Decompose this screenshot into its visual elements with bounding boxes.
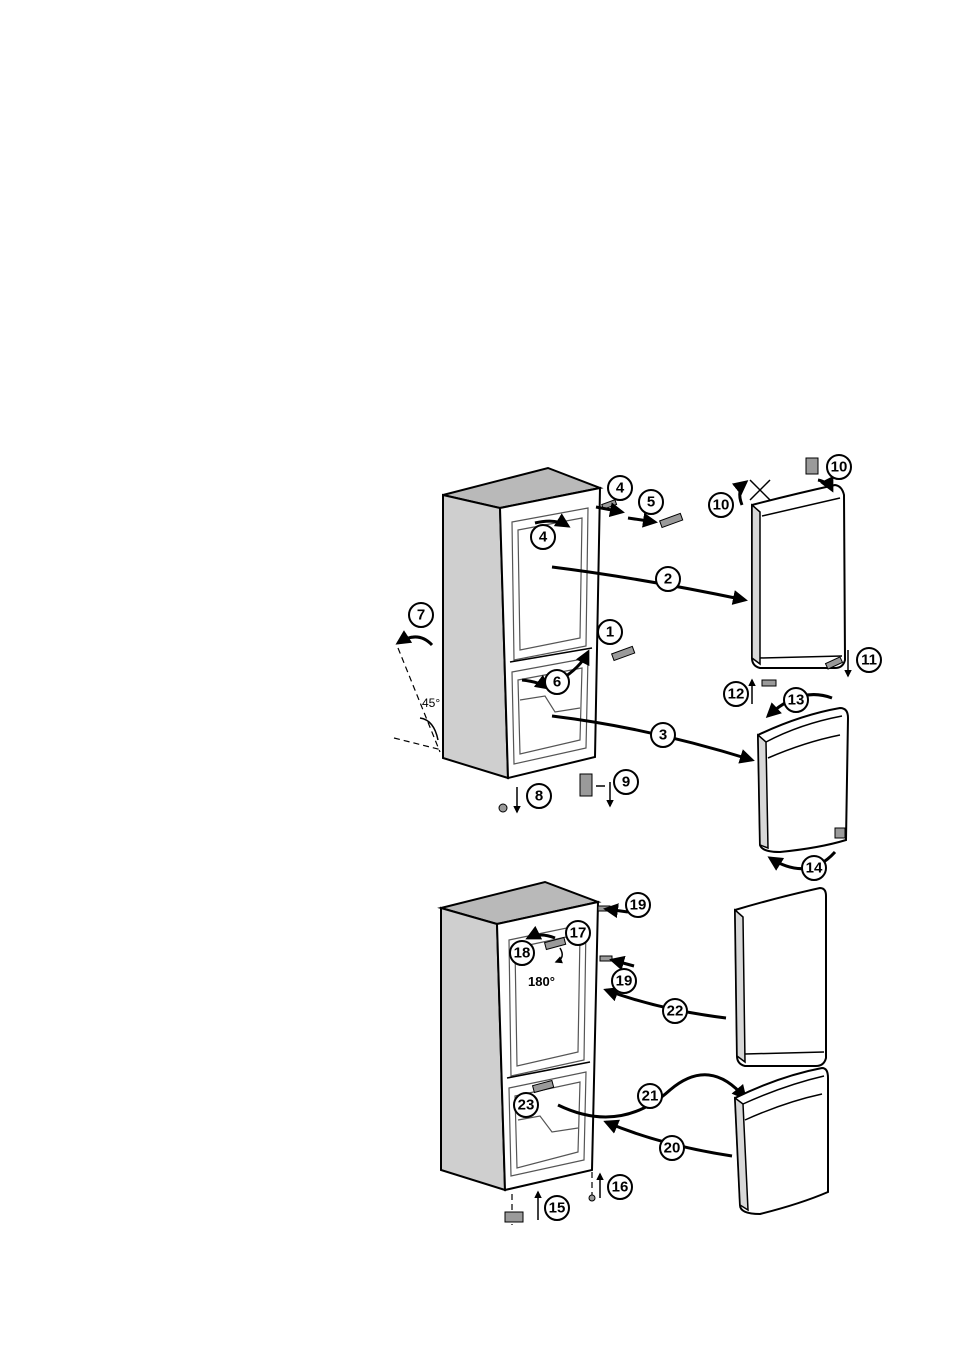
step-callout-20: 20 xyxy=(659,1135,685,1161)
step-callout-11: 11 xyxy=(856,647,882,673)
step-callout-15: 15 xyxy=(544,1195,570,1221)
step-callout-21: 21 xyxy=(637,1083,663,1109)
svg-text:3: 3 xyxy=(659,727,667,744)
lower-door xyxy=(756,706,850,854)
svg-text:19: 19 xyxy=(616,973,633,990)
svg-text:9: 9 xyxy=(622,774,630,791)
rotation-label: 180° xyxy=(528,974,555,989)
step-callout-4b: 4 xyxy=(530,524,556,550)
svg-text:7: 7 xyxy=(417,607,425,624)
svg-text:2: 2 xyxy=(664,571,672,588)
arrow-step-21 xyxy=(557,1073,747,1119)
svg-text:10: 10 xyxy=(713,497,730,514)
svg-text:16: 16 xyxy=(612,1179,629,1196)
svg-text:13: 13 xyxy=(788,692,805,709)
step-callout-17: 17 xyxy=(565,920,591,946)
svg-text:22: 22 xyxy=(667,1003,684,1020)
svg-text:15: 15 xyxy=(549,1200,566,1217)
step-callout-13: 13 xyxy=(783,687,809,713)
svg-text:12: 12 xyxy=(728,686,745,703)
svg-text:10: 10 xyxy=(831,459,848,476)
reassembled-lower-door xyxy=(733,1066,829,1216)
svg-text:18: 18 xyxy=(514,945,531,962)
step-callout-5: 5 xyxy=(638,489,664,515)
svg-text:17: 17 xyxy=(570,925,587,942)
svg-text:1: 1 xyxy=(606,624,614,641)
svg-text:5: 5 xyxy=(647,494,655,511)
step-callout-16: 16 xyxy=(607,1174,633,1200)
svg-text:23: 23 xyxy=(518,1097,535,1114)
step-callout-19b: 19 xyxy=(611,968,637,994)
step-callout-2: 2 xyxy=(655,566,681,592)
step-callout-4a: 4 xyxy=(607,475,633,501)
step-callout-9: 9 xyxy=(613,769,639,795)
svg-text:4: 4 xyxy=(539,529,548,546)
svg-text:20: 20 xyxy=(664,1140,681,1157)
svg-text:8: 8 xyxy=(535,788,543,805)
step-callout-14: 14 xyxy=(801,855,827,881)
step-callout-3: 3 xyxy=(650,722,676,748)
svg-text:6: 6 xyxy=(553,674,561,691)
arrow-step-2 xyxy=(551,565,748,605)
step-callout-1: 1 xyxy=(597,619,623,645)
step-callout-6: 6 xyxy=(544,669,570,695)
fridge-body-disassembly: 45° xyxy=(393,466,684,814)
fridge-body-reassembly xyxy=(437,880,635,1225)
svg-text:4: 4 xyxy=(616,480,625,497)
svg-text:14: 14 xyxy=(806,860,823,877)
svg-text:19: 19 xyxy=(630,897,647,914)
step-callout-7: 7 xyxy=(408,602,434,628)
upper-door xyxy=(731,457,852,704)
step-callout-10b: 10 xyxy=(826,454,852,480)
step-callout-12: 12 xyxy=(723,681,749,707)
step-callout-22: 22 xyxy=(662,998,688,1024)
svg-text:11: 11 xyxy=(861,652,877,669)
step-callout-8: 8 xyxy=(526,783,552,809)
svg-text:21: 21 xyxy=(642,1088,659,1105)
reassembled-upper-door xyxy=(733,886,827,1067)
step-callout-18: 18 xyxy=(509,940,535,966)
step-callout-10a: 10 xyxy=(708,492,734,518)
angle-label: 45° xyxy=(422,696,440,710)
step-callout-19a: 19 xyxy=(625,892,651,918)
step-callout-23: 23 xyxy=(513,1092,539,1118)
